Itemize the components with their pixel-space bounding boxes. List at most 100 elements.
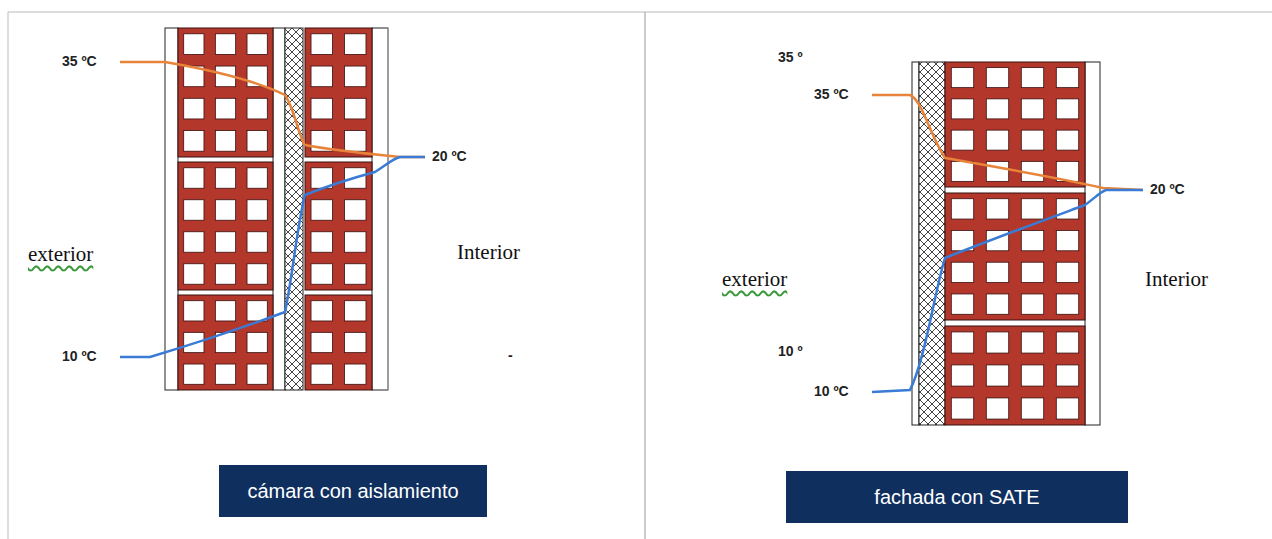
brick-hole <box>184 131 204 152</box>
brick-hole <box>247 131 267 152</box>
brick <box>945 326 1085 425</box>
brick-hole <box>184 34 204 55</box>
brick-hole <box>1021 262 1043 282</box>
brick-hole <box>215 34 235 55</box>
brick-hole <box>311 332 332 352</box>
brick-hole <box>951 161 973 181</box>
plaster-layer <box>372 28 388 390</box>
side-label: Interior <box>1145 268 1208 291</box>
brick-hole <box>184 168 204 188</box>
brick <box>945 62 1085 187</box>
brick-hole <box>345 98 366 119</box>
brick <box>305 162 372 290</box>
brick <box>305 28 372 157</box>
brick-hole <box>1056 230 1078 250</box>
wall-face <box>388 28 389 390</box>
brick-hole <box>215 232 235 252</box>
insulation-layer <box>285 28 303 390</box>
brick-hole <box>1056 398 1078 419</box>
side-label: Interior <box>457 241 520 264</box>
brick-hole <box>986 199 1008 219</box>
brick-hole <box>951 130 973 150</box>
brick-hole <box>951 294 973 314</box>
brick-hole <box>951 68 973 88</box>
brick-hole <box>311 232 332 252</box>
brick-hole <box>951 199 973 219</box>
brick-hole <box>345 264 366 284</box>
brick-hole <box>184 98 204 119</box>
stray-mark: - <box>508 348 513 363</box>
air-cavity <box>273 28 285 390</box>
brick-hole <box>215 301 235 321</box>
brick-hole <box>311 301 332 321</box>
brick-hole <box>215 264 235 284</box>
brick-group <box>178 28 1085 425</box>
temperature-label: 35 ºC <box>814 87 849 102</box>
brick-hole <box>1056 99 1078 119</box>
brick-hole <box>215 131 235 152</box>
brick-hole <box>986 262 1008 282</box>
brick-hole <box>215 364 235 384</box>
brick-hole <box>247 200 267 220</box>
brick-hole <box>986 130 1008 150</box>
brick-hole <box>247 34 267 55</box>
brick-hole <box>1021 365 1043 386</box>
side-label: exterior <box>722 268 787 291</box>
brick-hole <box>345 232 366 252</box>
brick-hole <box>184 232 204 252</box>
brick-hole <box>311 98 332 119</box>
brick <box>178 295 273 390</box>
brick-hole <box>1021 99 1043 119</box>
brick-hole <box>215 168 235 188</box>
brick-hole <box>951 99 973 119</box>
brick-hole <box>345 301 366 321</box>
brick-hole <box>311 364 332 384</box>
brick-hole <box>1021 398 1043 419</box>
brick-hole <box>986 398 1008 419</box>
winter-temperature-curve <box>120 157 425 357</box>
side-label: exterior <box>28 243 93 266</box>
temperature-label: 20 ºC <box>432 149 467 164</box>
brick-hole <box>1056 262 1078 282</box>
brick-hole <box>951 398 973 419</box>
brick-hole <box>247 98 267 119</box>
temperature-label: 35 ºC <box>62 54 97 69</box>
brick-hole <box>247 168 267 188</box>
brick-hole <box>986 294 1008 314</box>
brick <box>305 295 372 390</box>
summer-temperature-curve <box>120 62 425 157</box>
brick-hole <box>184 364 204 384</box>
brick-hole <box>1021 332 1043 353</box>
brick-hole <box>1056 365 1078 386</box>
brick-hole <box>247 301 267 321</box>
brick-hole <box>345 200 366 220</box>
brick-hole <box>951 332 973 353</box>
brick-hole <box>986 332 1008 353</box>
brick-hole <box>215 98 235 119</box>
caption-text: fachada con SATE <box>874 486 1039 509</box>
brick-hole <box>247 364 267 384</box>
frame-line <box>8 12 1272 13</box>
frame-line <box>8 12 9 539</box>
brick-hole <box>247 332 267 352</box>
brick-hole <box>1056 294 1078 314</box>
brick-hole <box>215 200 235 220</box>
brick-hole <box>1021 199 1043 219</box>
brick-hole <box>247 264 267 284</box>
brick-hole <box>1021 68 1043 88</box>
brick-hole <box>184 264 204 284</box>
temperature-label: 20 ºC <box>1150 182 1185 197</box>
brick-hole <box>345 34 366 55</box>
temperature-label: 10 ºC <box>814 384 849 399</box>
brick <box>178 28 273 157</box>
brick-hole <box>184 301 204 321</box>
brick-hole <box>311 34 332 55</box>
brick-hole <box>345 131 366 152</box>
brick-hole <box>986 365 1008 386</box>
brick-hole <box>1056 68 1078 88</box>
brick-hole <box>1021 130 1043 150</box>
brick-hole <box>345 364 366 384</box>
brick-hole <box>311 200 332 220</box>
